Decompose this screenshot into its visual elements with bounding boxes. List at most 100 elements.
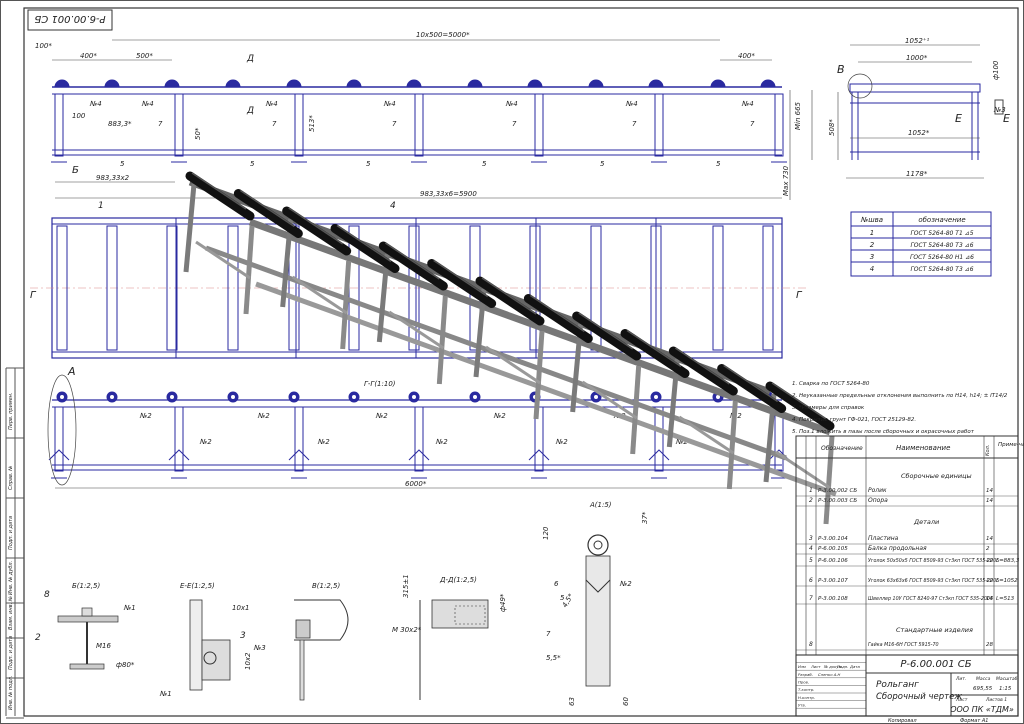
svg-text:А: А xyxy=(67,365,76,378)
weld-row-num: 3 xyxy=(870,253,874,261)
bottom-pos-2: №2 xyxy=(257,412,270,420)
svg-text:6: 6 xyxy=(554,580,559,588)
side-strip-label: Подп. и дата xyxy=(8,516,14,550)
plan-roller xyxy=(762,225,774,351)
svg-text:№3: №3 xyxy=(253,644,266,652)
bottom-pos-2: №2 xyxy=(375,412,388,420)
tb-code: Р-6.00.001 СБ xyxy=(900,659,971,670)
bom-desig: Р-6.00.106 xyxy=(818,558,848,564)
svg-text:Е: Е xyxy=(955,112,962,125)
iso-leg xyxy=(376,253,390,343)
note-line: 1. Сварка по ГОСТ 5264-80 xyxy=(792,381,870,387)
roller-top xyxy=(164,79,180,88)
pos-label-7: 7 xyxy=(512,120,517,128)
weld-row-desig: ГОСТ 5264-80 Н1 ⊿6 xyxy=(910,254,974,261)
tb-col-head: Лист xyxy=(810,664,821,669)
iso-roller-shine xyxy=(529,294,585,333)
pos-label-4: №4 xyxy=(141,100,154,108)
tb-role: Н.контр. xyxy=(798,695,815,700)
svg-text:Max 730: Max 730 xyxy=(782,165,790,196)
pos-label-4: №4 xyxy=(383,100,396,108)
roller-top xyxy=(588,79,604,88)
bom-qty: 14 xyxy=(986,596,993,602)
tb-subtitle: Сборочный чертеж xyxy=(876,692,962,702)
tb-col-head: Изм xyxy=(798,664,806,669)
detail-D: Д-Д(1:2,5) 315±1 М 30х2* ф49* xyxy=(392,574,507,700)
svg-text:8: 8 xyxy=(44,590,50,600)
bom-head-desig: Обозначение xyxy=(821,445,863,452)
iso-roller-shine xyxy=(674,347,730,385)
bom-qty: 14 xyxy=(986,536,993,542)
svg-text:1178*: 1178* xyxy=(906,170,928,178)
svg-text:Д: Д xyxy=(246,54,254,64)
roller-top xyxy=(467,79,483,88)
iso-roller xyxy=(330,224,400,273)
bom-qty: 2 xyxy=(986,546,990,552)
svg-text:5,5*: 5,5* xyxy=(546,654,561,662)
svg-text:400*: 400* xyxy=(738,52,755,60)
pos-label-7: 7 xyxy=(272,120,277,128)
iso-roller xyxy=(185,171,255,221)
bom-pos: 8 xyxy=(809,641,813,648)
bom-name: Балка продольная xyxy=(868,545,927,552)
rotated-code-stamp: Р-6.00.001 СБ xyxy=(27,9,113,31)
side-strip-label: Инв. № дубл. xyxy=(8,561,14,595)
weld-row-num: 2 xyxy=(870,241,875,249)
svg-text:983,33х2: 983,33х2 xyxy=(96,174,130,182)
bom-pos: 7 xyxy=(809,595,813,602)
tb-col-head: Дата xyxy=(849,664,861,669)
roller-top xyxy=(527,79,543,88)
bom-name: Пластина xyxy=(868,535,899,542)
svg-text:508*: 508* xyxy=(828,119,836,136)
pos-label-5: 5 xyxy=(716,160,721,168)
bom-desig: Р-3.00.107 xyxy=(818,578,848,584)
iso-roller xyxy=(282,206,352,256)
iso-roller xyxy=(523,294,593,343)
svg-text:1052⁺¹: 1052⁺¹ xyxy=(905,37,930,45)
leg xyxy=(534,93,544,157)
bom-desig: Р-3.00.108 xyxy=(818,596,848,602)
tb-role: Пров. xyxy=(798,680,809,685)
svg-text:В: В xyxy=(837,63,845,76)
svg-text:Г: Г xyxy=(30,290,37,301)
svg-text:ф80*: ф80* xyxy=(116,661,135,669)
iso-rail-low-front xyxy=(255,281,837,497)
svg-text:ф100: ф100 xyxy=(992,60,1000,80)
bottom-pos-2b: №2 xyxy=(555,438,568,446)
svg-text:А(1:5): А(1:5) xyxy=(589,501,612,509)
bom-desig: Р-3.00.104 xyxy=(818,536,848,542)
svg-text:Б: Б xyxy=(72,165,79,176)
svg-text:400*: 400* xyxy=(80,52,97,60)
bom-pos: 4 xyxy=(809,545,813,552)
tb-sheet: Лист xyxy=(955,697,968,703)
svg-text:4: 4 xyxy=(390,201,396,211)
bottom-bracket xyxy=(168,449,190,461)
plan-roller xyxy=(712,225,724,351)
iso-roller-shine xyxy=(771,382,827,420)
detail-E: Е-Е(1:2,5) 10х1 3 №1 10х2 xyxy=(159,582,252,698)
svg-text:Min 665: Min 665 xyxy=(794,101,802,130)
tb-copied: Копировал xyxy=(888,718,917,724)
plan-roller xyxy=(106,225,118,351)
svg-text:10х2: 10х2 xyxy=(244,652,252,670)
iso-cross xyxy=(485,345,541,385)
bom-qty: 12 xyxy=(986,578,993,584)
bottom-leg xyxy=(414,406,424,472)
note-line: 2. Неуказанные предельные отклонения вып… xyxy=(792,393,1008,399)
iso-roller xyxy=(233,189,303,238)
bottom-leg xyxy=(174,406,184,472)
note-line: 3. *Размеры для справок xyxy=(792,405,865,411)
svg-text:513*: 513* xyxy=(308,115,316,132)
iso-roller-shine xyxy=(191,172,247,210)
iso-leg xyxy=(666,358,680,448)
tb-col-head: № докум. xyxy=(823,664,843,669)
bom-qty: 14 xyxy=(986,498,993,504)
leg xyxy=(174,93,184,157)
plan-roller xyxy=(56,225,68,351)
svg-text:Г-Г(1:10): Г-Г(1:10) xyxy=(364,380,396,388)
bottom-pos-2b: №2 xyxy=(675,438,688,446)
bom-qty: 28 xyxy=(986,642,993,648)
iso-roller xyxy=(572,311,642,361)
